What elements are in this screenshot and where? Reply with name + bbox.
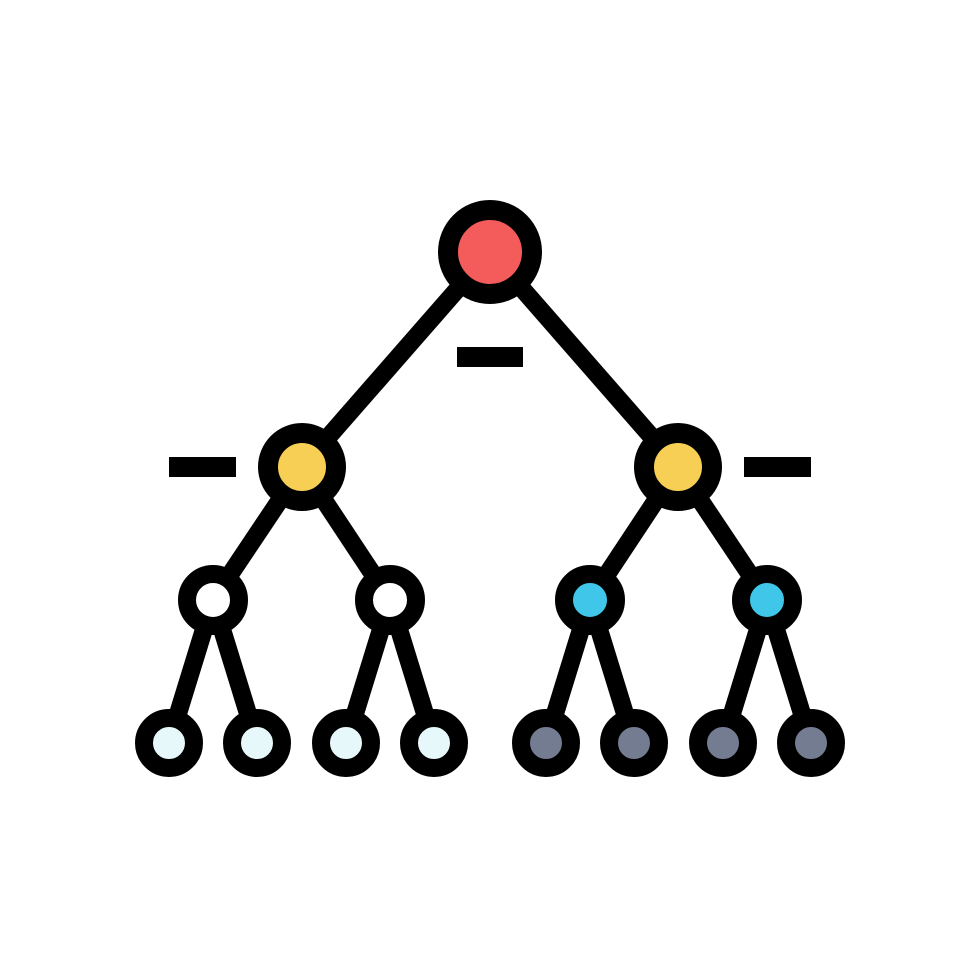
dash-mark xyxy=(169,457,236,477)
root-node xyxy=(438,200,542,304)
leaf-node xyxy=(600,709,668,777)
dash-mark xyxy=(457,347,523,367)
leaf-node xyxy=(400,709,468,777)
sub-branch-node xyxy=(732,565,802,635)
sub-branch-node xyxy=(178,565,248,635)
leaf-node xyxy=(223,709,291,777)
leaf-node xyxy=(689,709,757,777)
branch-node xyxy=(258,423,346,511)
dash-mark xyxy=(744,457,811,477)
sub-branch-node xyxy=(555,565,625,635)
leaf-node xyxy=(135,709,203,777)
leaf-node xyxy=(777,709,845,777)
leaf-node xyxy=(312,709,380,777)
branch-node xyxy=(634,423,722,511)
sub-branch-node xyxy=(355,565,425,635)
leaf-node xyxy=(512,709,580,777)
